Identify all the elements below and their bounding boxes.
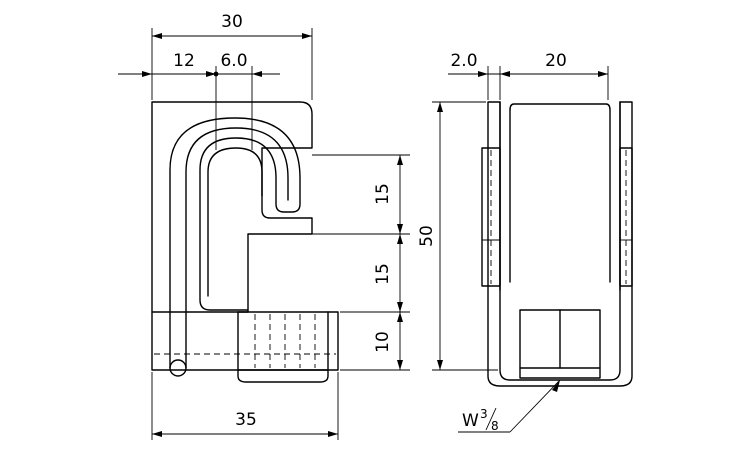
arrow <box>397 155 403 165</box>
arrow <box>397 312 403 322</box>
arrow <box>500 71 510 77</box>
dim-30-label: 30 <box>221 12 243 32</box>
arrow <box>598 71 608 77</box>
front-bolt-head <box>237 369 329 383</box>
dim-10-label: 10 <box>373 331 393 353</box>
arrow <box>437 102 443 112</box>
dim-6-label: 6.0 <box>220 51 247 71</box>
side-left-flange <box>481 147 501 287</box>
thread-numerator: 3 <box>480 407 488 421</box>
front-hook-inner <box>185 127 289 369</box>
front-hook-inner-2 <box>207 147 263 297</box>
dim-50-label: 50 <box>417 225 437 247</box>
dim-35-label: 35 <box>235 410 257 430</box>
arrow <box>142 71 152 77</box>
front-nut <box>237 311 329 371</box>
hook-end <box>169 359 187 377</box>
arrow <box>252 71 262 77</box>
dim-2-label: 2.0 <box>450 51 477 71</box>
arrow <box>397 302 403 312</box>
thread-prefix: W <box>462 411 479 431</box>
arrow <box>328 431 338 437</box>
front-bottom-tab <box>151 311 339 371</box>
front-hook-outer <box>169 117 301 369</box>
arrow <box>437 360 443 370</box>
dim-15-middle-label: 15 <box>373 263 393 285</box>
arrow <box>552 380 560 392</box>
side-dimensions: 2.0 20 50 W 3 8 <box>417 51 609 433</box>
side-view <box>481 101 633 387</box>
front-bracket-outline <box>151 101 313 313</box>
fraction-slash <box>485 407 497 431</box>
arrow <box>302 33 312 39</box>
arrow <box>397 360 403 370</box>
dim-15-upper-label: 15 <box>373 183 393 205</box>
arrow <box>152 431 162 437</box>
arrow <box>478 71 488 77</box>
thread-denominator: 8 <box>491 419 499 433</box>
arrow <box>397 234 403 244</box>
dim-12-label: 12 <box>173 51 195 71</box>
dim-dot <box>213 71 219 77</box>
arrow <box>206 71 216 77</box>
side-right-flange <box>619 147 633 287</box>
leader-line <box>509 379 561 433</box>
arrow <box>397 224 403 234</box>
side-strap <box>509 103 611 283</box>
front-view <box>151 101 339 383</box>
dim-20-label: 20 <box>545 51 567 71</box>
arrow <box>152 33 162 39</box>
front-dimensions: 30 12 6.0 15 15 10 35 <box>118 12 410 440</box>
side-bolt-head <box>519 367 601 379</box>
